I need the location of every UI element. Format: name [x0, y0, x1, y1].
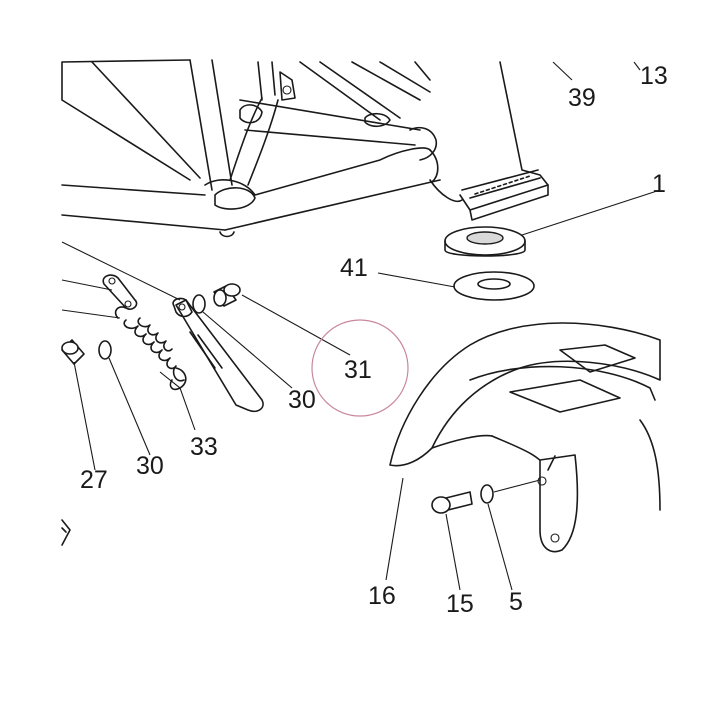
fender-item-16 [389, 322, 661, 553]
washer-item-5 [480, 479, 541, 504]
callout-33: 33 [190, 433, 218, 461]
callout-39: 39 [568, 84, 596, 112]
washer-item-1 [444, 226, 526, 257]
highlight-ring [311, 319, 409, 417]
washer-item-41 [453, 271, 535, 301]
callout-31: 31 [344, 356, 372, 384]
leader-lines [73, 61, 661, 591]
callout-16: 16 [368, 582, 396, 610]
callout-30-left: 30 [136, 452, 164, 480]
callout-27: 27 [80, 466, 108, 494]
bolt-item-15 [431, 491, 473, 514]
spring-item-33 [114, 306, 187, 391]
callout-13: 13 [640, 62, 668, 90]
callout-1: 1 [652, 170, 666, 198]
bolt-item-27 [61, 339, 85, 365]
callout-41: 41 [340, 254, 368, 282]
callout-30-right: 30 [288, 386, 316, 414]
pin-item-31 [213, 283, 241, 307]
callout-5: 5 [509, 588, 523, 616]
callout-15: 15 [446, 590, 474, 618]
side-stand-assembly [61, 241, 264, 546]
frame-assembly [61, 59, 549, 238]
